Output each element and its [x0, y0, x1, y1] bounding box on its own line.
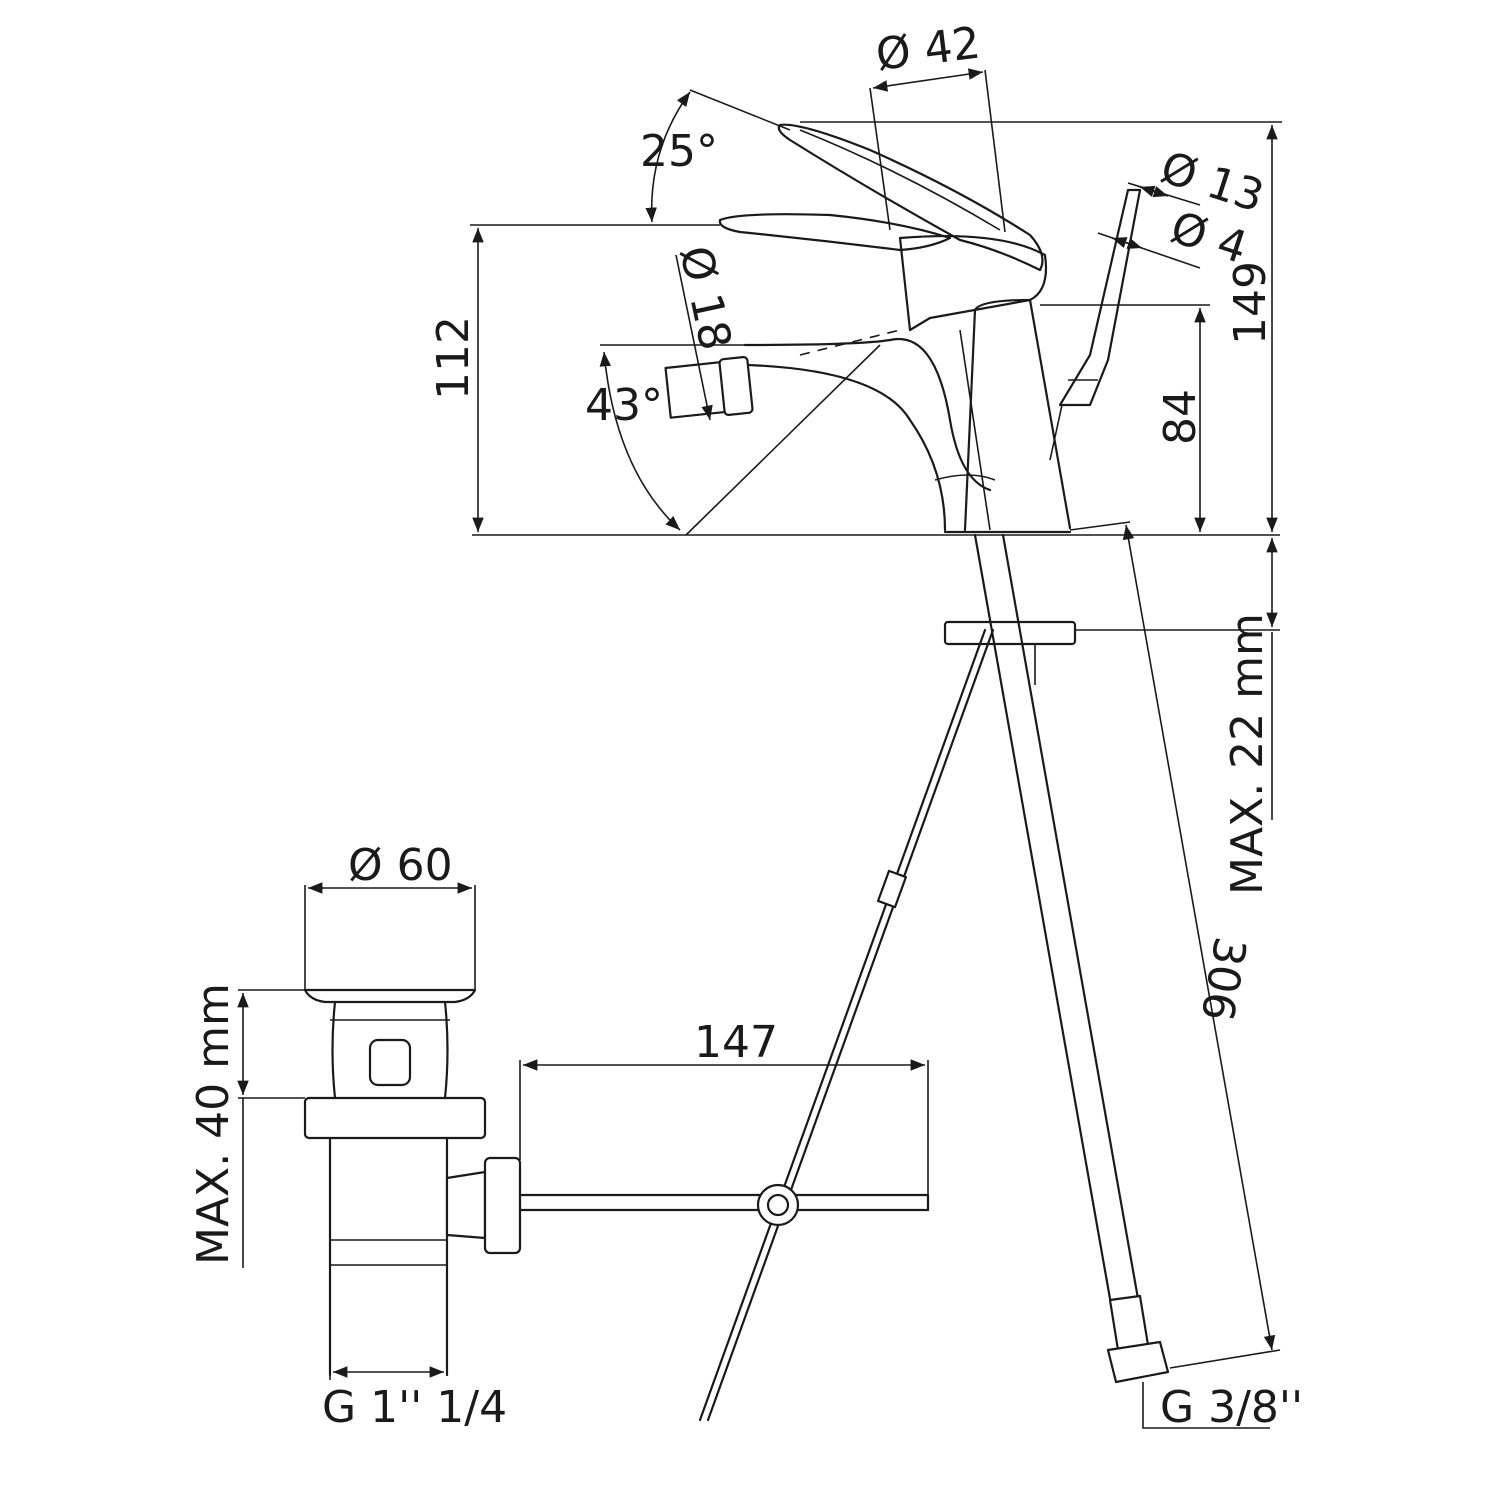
label-handle-diameter: Ø 42 [873, 18, 983, 81]
dim-306 [1122, 524, 1276, 1351]
spout-bottom [746, 363, 947, 532]
aerator-nut [718, 355, 754, 417]
label-spout-angle: 43° [585, 380, 663, 431]
arc-25 [645, 91, 691, 223]
waste-side-boss [445, 1170, 487, 1240]
rod-lower [1049, 404, 1063, 461]
dim-42 [872, 68, 984, 92]
ext-306-bottom [1169, 1349, 1281, 1369]
ext-25 [689, 89, 791, 131]
leader-g38 [1142, 1382, 1270, 1429]
label-basin-thickness: MAX. 40 mm [188, 983, 239, 1265]
lever-lowered [718, 213, 952, 252]
lever-raised-edge [799, 129, 1001, 231]
label-waste-diameter: Ø 60 [348, 840, 453, 891]
label-body-height: 112 [428, 316, 479, 400]
arc-43 [599, 351, 681, 531]
label-supply-thread: G 3/8'' [1160, 1382, 1303, 1433]
ext-43-diag [685, 344, 881, 536]
waste-assembly [303, 988, 930, 1377]
dim-13 [1139, 185, 1169, 198]
hose-ferrule [1108, 1294, 1150, 1352]
spout-top [743, 337, 992, 492]
pull-rod-right [706, 628, 995, 1422]
hose-right [1001, 533, 1142, 1312]
waste-tail [328, 1136, 449, 1377]
dimension-labels: Ø 42 25° Ø 13 Ø 4 Ø 18 149 112 43° 84 MA… [188, 18, 1303, 1433]
ext-42-right [984, 69, 1006, 233]
cartridge-head [898, 234, 1048, 332]
label-spout-height: 84 [1155, 389, 1206, 445]
label-deck-thickness: MAX. 22 mm [1222, 613, 1273, 895]
ext-42-left [869, 87, 891, 231]
lever-raised [777, 123, 1044, 272]
horizontal-rod-nut [483, 1156, 522, 1255]
dim-4 [1111, 237, 1143, 249]
waste-flange [303, 988, 477, 1004]
waste-slot [368, 1038, 412, 1087]
hose-nut [1106, 1340, 1170, 1384]
dimension-lines [237, 68, 1282, 1429]
pop-up-rod [1058, 188, 1142, 407]
aerator [664, 361, 727, 419]
ext-306-top [1069, 521, 1131, 531]
tap-body [963, 298, 1072, 532]
waste-body-right [443, 1000, 449, 1100]
mixer-tap [472, 123, 1280, 1422]
pull-rod-left [698, 628, 987, 1422]
spout-ring [934, 474, 996, 481]
label-lever-angle: 25° [640, 126, 718, 177]
rod-coupling [876, 869, 908, 909]
hose-left [973, 533, 1114, 1312]
label-rod-length: 147 [694, 1017, 778, 1068]
waste-body-left [331, 1000, 337, 1100]
rod-clip-screw [766, 1193, 790, 1217]
label-total-height: 149 [1225, 261, 1276, 345]
dim-18 [675, 254, 713, 421]
label-hose-outer-diameter: Ø 13 [1155, 142, 1270, 223]
waste-lock-nut [303, 1096, 487, 1140]
label-waste-thread: G 1'' 1/4 [322, 1382, 507, 1433]
body-edge [959, 329, 991, 531]
fixing-plate [943, 620, 1077, 646]
label-aerator-diameter: Ø 18 [669, 242, 741, 355]
